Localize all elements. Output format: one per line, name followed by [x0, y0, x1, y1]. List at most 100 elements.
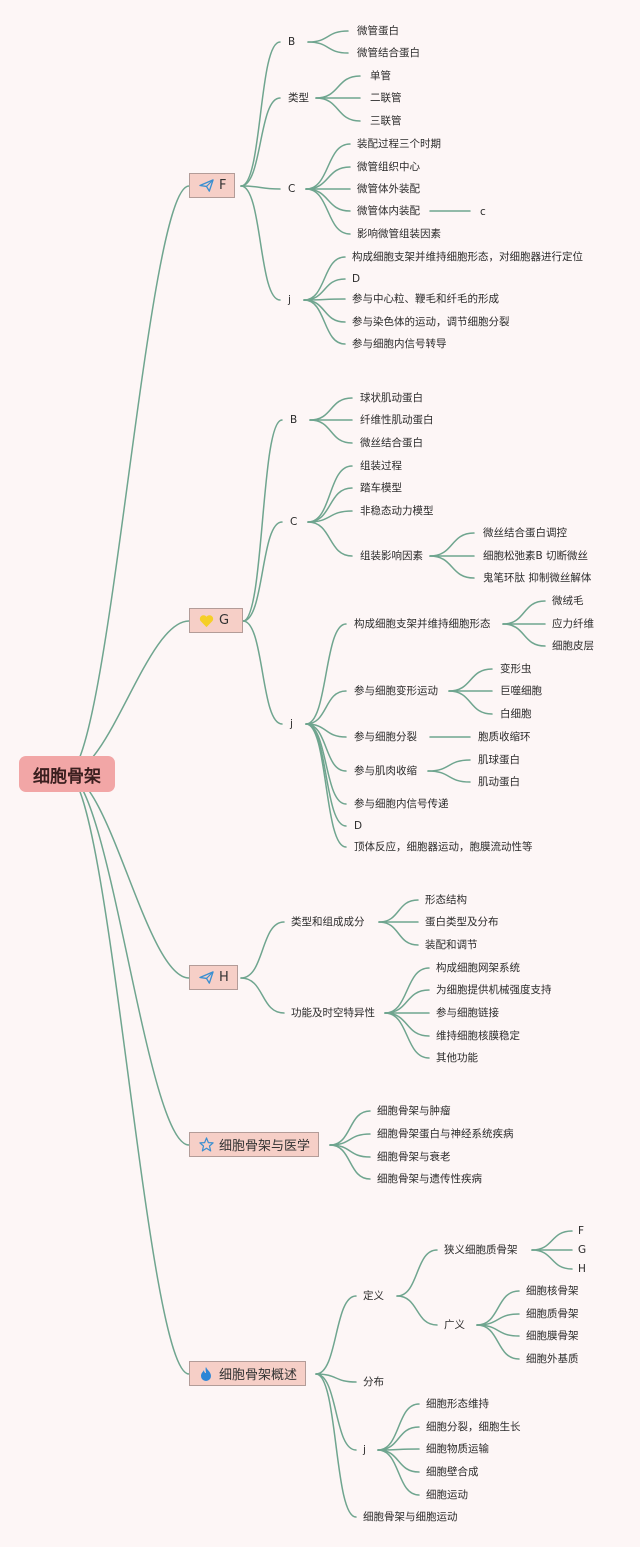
f-j-item-1[interactable]: 构成细胞支架并维持细胞形态，对细胞器进行定位	[352, 251, 583, 263]
connector-line	[66, 185, 190, 775]
f-type-item-2[interactable]: 二联管	[370, 92, 402, 104]
ov-broad-item-4[interactable]: 细胞外基质	[526, 1353, 579, 1365]
g-c4-item-3[interactable]: 鬼笔环肽 抑制微丝解体	[483, 572, 592, 584]
connector-line	[303, 299, 346, 345]
g-section-c[interactable]: C	[290, 516, 298, 528]
connector-line	[429, 555, 475, 579]
h-b-item-3[interactable]: 参与细胞链接	[436, 1007, 499, 1019]
g-j2-item-3[interactable]: 白细胞	[500, 708, 532, 720]
branch-f-label: F	[219, 178, 227, 193]
g-b-item-3[interactable]: 微丝结合蛋白	[360, 437, 423, 449]
g-j-item-2[interactable]: 参与细胞变形运动	[354, 685, 438, 697]
ov-broad-item-1[interactable]: 细胞核骨架	[526, 1285, 579, 1297]
ov-narrow-item-1[interactable]: F	[578, 1225, 585, 1237]
ov-broad[interactable]: 广义	[444, 1319, 465, 1331]
f-c-item-3[interactable]: 微管体外装配	[357, 183, 420, 195]
f-type-item-1[interactable]: 单管	[370, 70, 391, 82]
f-section-b[interactable]: B	[288, 36, 296, 48]
f-j-item-5[interactable]: 参与细胞内信号转导	[352, 338, 447, 350]
g-j1-item-2[interactable]: 应力纤维	[552, 618, 594, 630]
ov-broad-item-2[interactable]: 细胞质骨架	[526, 1308, 579, 1320]
g-b-item-1[interactable]: 球状肌动蛋白	[360, 392, 423, 404]
ov-narrow[interactable]: 狭义细胞质骨架	[444, 1244, 518, 1256]
g-b-item-2[interactable]: 纤维性肌动蛋白	[360, 414, 434, 426]
ov-j-item-4[interactable]: 细胞壁合成	[426, 1466, 479, 1478]
h-b-item-2[interactable]: 为细胞提供机械强度支持	[436, 984, 552, 996]
f-j-item-4[interactable]: 参与染色体的运动，调节细胞分裂	[352, 316, 510, 328]
branch-medicine[interactable]: 细胞骨架与医学	[189, 1132, 320, 1157]
g-section-b[interactable]: B	[290, 414, 298, 426]
h-b-item-5[interactable]: 其他功能	[436, 1052, 478, 1064]
ov-j-item-1[interactable]: 细胞形态维持	[426, 1398, 489, 1410]
f-c-item-4-child[interactable]: c	[480, 206, 486, 218]
med-item-3[interactable]: 细胞骨架与衰老	[377, 1151, 451, 1163]
g-j-item-1[interactable]: 构成细胞支架并维持细胞形态	[354, 618, 491, 630]
g-c-item-2[interactable]: 踏车模型	[360, 482, 402, 494]
f-section-c[interactable]: C	[288, 183, 296, 195]
med-item-2[interactable]: 细胞骨架蛋白与神经系统疾病	[377, 1128, 514, 1140]
h-a-item-2[interactable]: 蛋白类型及分布	[425, 916, 499, 928]
root-node[interactable]: 细胞骨架	[19, 756, 115, 792]
f-b-item-1[interactable]: 微管蛋白	[357, 25, 399, 37]
connector-line	[377, 1426, 420, 1451]
h-a-item-3[interactable]: 装配和调节	[425, 939, 478, 951]
g-c-item-4[interactable]: 组装影响因素	[360, 550, 423, 562]
g-section-j[interactable]: j	[290, 718, 293, 730]
g-j2-item-2[interactable]: 巨噬细胞	[500, 685, 542, 697]
g-j-item-7[interactable]: 顶体反应，细胞器运动，胞膜流动性等	[354, 841, 533, 853]
connector-line	[378, 921, 419, 946]
ov-broad-item-3[interactable]: 细胞膜骨架	[526, 1330, 579, 1342]
branch-h[interactable]: H	[189, 965, 238, 990]
g-j4-item-2[interactable]: 肌动蛋白	[478, 776, 520, 788]
g-j4-item-1[interactable]: 肌球蛋白	[478, 754, 520, 766]
g-j-item-6[interactable]: D	[354, 820, 363, 832]
g-j-item-3[interactable]: 参与细胞分裂	[354, 731, 417, 743]
h-b-item-4[interactable]: 维持细胞核膜稳定	[436, 1030, 520, 1042]
f-c-item-4[interactable]: 微管体内装配	[357, 205, 420, 217]
branch-overview[interactable]: 细胞骨架概述	[189, 1361, 307, 1386]
f-j-item-3[interactable]: 参与中心粒、鞭毛和纤毛的形成	[352, 293, 499, 305]
med-item-4[interactable]: 细胞骨架与遗传性疾病	[377, 1173, 482, 1185]
h-section-types[interactable]: 类型和组成成分	[291, 916, 365, 928]
h-a-item-1[interactable]: 形态结构	[425, 894, 467, 906]
g-j-item-5[interactable]: 参与细胞内信号传递	[354, 798, 449, 810]
ov-section-j[interactable]: j	[363, 1444, 366, 1456]
branch-h-label: H	[219, 970, 229, 985]
f-c-item-1[interactable]: 装配过程三个时期	[357, 138, 441, 150]
star-icon	[198, 1137, 214, 1153]
g-c4-item-1[interactable]: 微丝结合蛋白调控	[483, 527, 567, 539]
ov-last-item[interactable]: 细胞骨架与细胞运动	[363, 1511, 458, 1523]
ov-j-item-2[interactable]: 细胞分裂，细胞生长	[426, 1421, 521, 1433]
connector-line	[305, 723, 347, 772]
med-item-1[interactable]: 细胞骨架与肿瘤	[377, 1105, 451, 1117]
f-type-item-3[interactable]: 三联管	[370, 115, 402, 127]
f-section-type[interactable]: 类型	[288, 92, 309, 104]
ov-narrow-item-2[interactable]: G	[578, 1244, 587, 1256]
ov-section-definition[interactable]: 定义	[363, 1290, 384, 1302]
branch-f[interactable]: F	[189, 173, 236, 198]
g-j3-item-1[interactable]: 胞质收缩环	[478, 731, 531, 743]
ov-j-item-3[interactable]: 细胞物质运输	[426, 1443, 489, 1455]
f-b-item-2[interactable]: 微管结合蛋白	[357, 47, 420, 59]
g-c4-item-2[interactable]: 细胞松弛素B 切断微丝	[483, 550, 589, 562]
g-j1-item-1[interactable]: 微绒毛	[552, 595, 584, 607]
f-j-item-2[interactable]: D	[352, 273, 361, 285]
ov-section-distribution[interactable]: 分布	[363, 1376, 384, 1388]
g-c-item-1[interactable]: 组装过程	[360, 460, 402, 472]
connector-line	[242, 521, 283, 622]
f-c-item-2[interactable]: 微管组织中心	[357, 161, 420, 173]
g-j2-item-1[interactable]: 变形虫	[500, 663, 532, 675]
g-j-item-4[interactable]: 参与肌肉收缩	[354, 765, 417, 777]
connector-line	[396, 1295, 438, 1326]
f-c-item-5[interactable]: 影响微管组装因素	[357, 228, 441, 240]
ov-j-item-5[interactable]: 细胞运动	[426, 1489, 468, 1501]
g-j1-item-3[interactable]: 细胞皮层	[552, 640, 594, 652]
flame-icon	[198, 1366, 214, 1382]
f-section-j[interactable]: j	[288, 294, 291, 306]
h-b-item-1[interactable]: 构成细胞网架系统	[436, 962, 520, 974]
ov-narrow-item-3[interactable]: H	[578, 1263, 586, 1275]
connector-line	[240, 185, 281, 301]
branch-g[interactable]: G	[189, 608, 243, 633]
g-c-item-3[interactable]: 非稳态动力模型	[360, 505, 434, 517]
h-section-functions[interactable]: 功能及时空特异性	[291, 1007, 375, 1019]
